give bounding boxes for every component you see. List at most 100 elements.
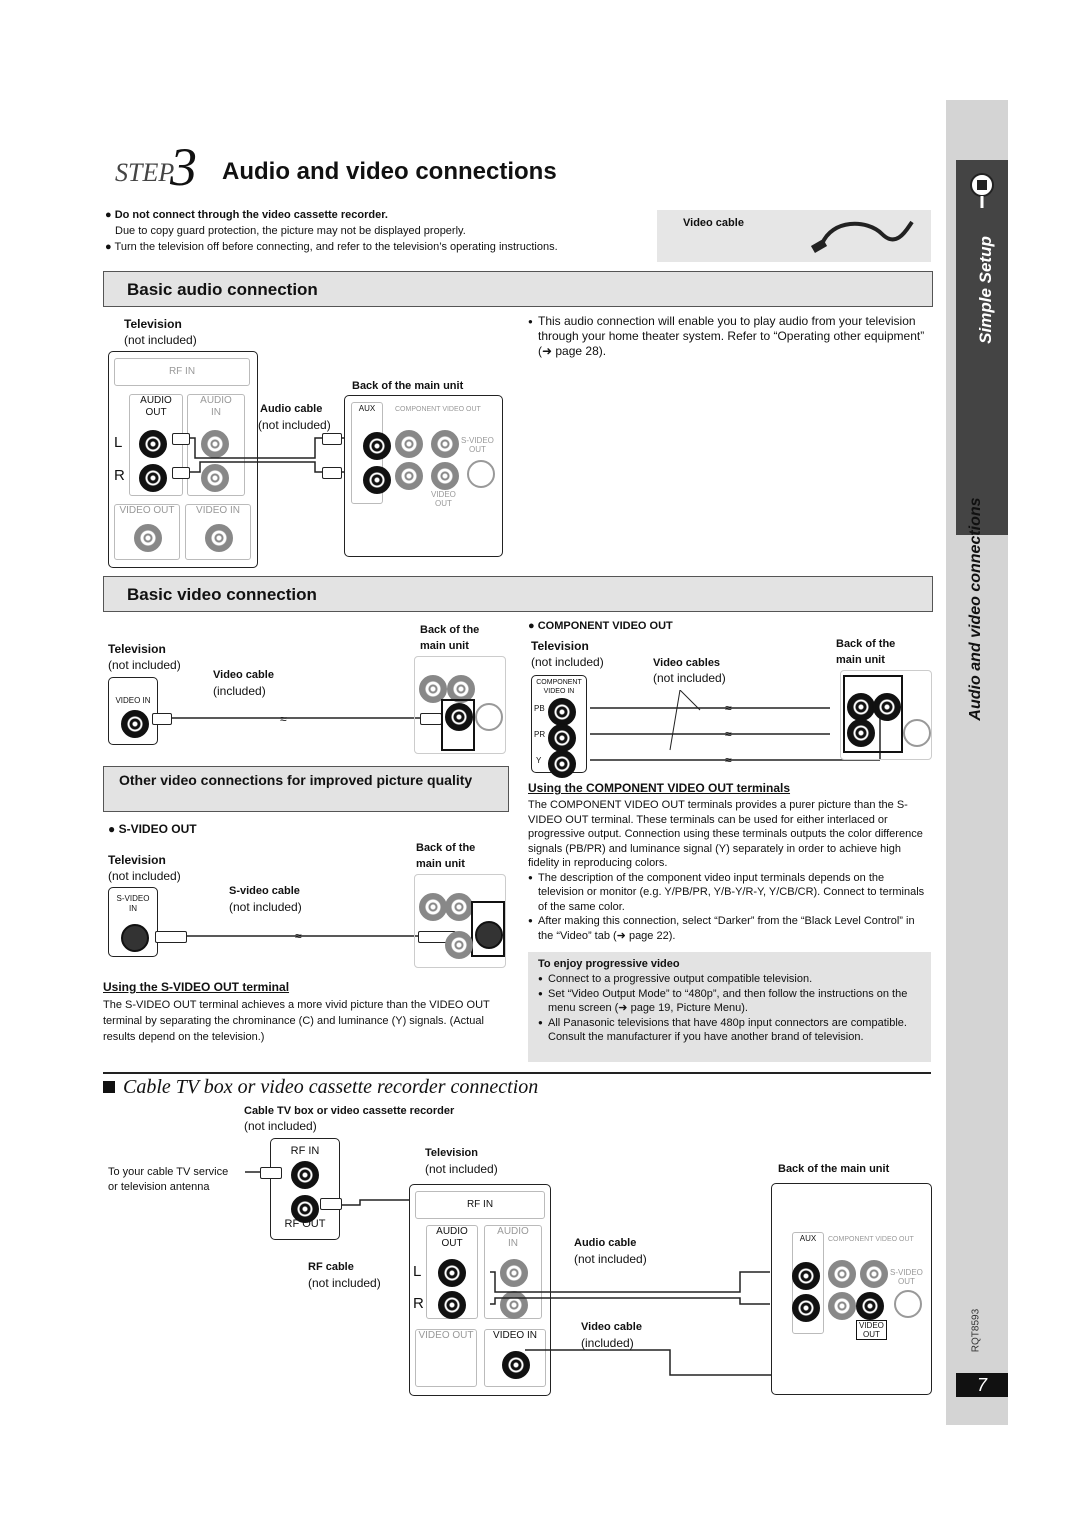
cable-left-label: L xyxy=(413,1263,422,1280)
video-cable-box: Video cable xyxy=(657,210,931,262)
intro-note: Due to copy guard protection, the pictur… xyxy=(115,225,466,237)
other-video-bar: Other video connections for improved pic… xyxy=(103,766,509,812)
video-unit-mini xyxy=(414,656,506,754)
cable-tv-rule xyxy=(103,1072,931,1074)
cable-unit-back: Back of the main unit xyxy=(778,1163,890,1175)
cable-audio-cable-label: Audio cable xyxy=(574,1237,637,1249)
comp-pb-jack xyxy=(548,698,576,726)
audio-in-l-jack xyxy=(201,430,229,458)
comp-unit-back: Back of the main unit xyxy=(836,638,896,666)
video-tv-note: (not included) xyxy=(108,658,181,672)
side-tab-dark xyxy=(956,160,1008,535)
svideo-plug-1 xyxy=(155,931,187,943)
rf-plug-2 xyxy=(320,1198,342,1210)
cable-audio-lines xyxy=(490,1271,790,1376)
comp-title: ● COMPONENT VIDEO OUT xyxy=(528,620,673,632)
cable-tv-label: Television xyxy=(425,1147,478,1159)
svideo-cable-note: (not included) xyxy=(229,900,302,914)
step-header: STEP 3 Audio and video connections xyxy=(110,137,630,200)
sv-mini-video-jack xyxy=(445,931,473,959)
audio-unit-panel: AUX COMPONENT VIDEO OUT S-VIDEO OUT VIDE… xyxy=(344,395,503,557)
audio-in-label: AUDIO IN xyxy=(187,394,245,496)
video-cable-label: Video cable xyxy=(683,217,744,229)
cable-audio-in-r xyxy=(500,1291,528,1319)
cable-audio-in-l xyxy=(500,1259,528,1287)
svideo-cable-line: ≈ xyxy=(160,929,440,943)
comp-pr-label: PR xyxy=(534,730,546,739)
svideo-title: ● S-VIDEO OUT xyxy=(108,822,197,836)
cable-audio-out-l xyxy=(438,1259,466,1287)
cable-tv-heading: Cable TV box or video cassette recorder … xyxy=(103,1076,538,1099)
mini-highlight xyxy=(441,699,475,751)
step-number: 3 xyxy=(170,137,197,197)
svg-text:≈: ≈ xyxy=(725,753,732,767)
right-label: R xyxy=(114,467,125,484)
svg-text:≈: ≈ xyxy=(725,727,732,741)
video-tv-jack xyxy=(121,710,149,738)
comp-unit-pr xyxy=(847,719,875,747)
page-title: Audio and video connections xyxy=(222,158,557,185)
audio-out-l-jack xyxy=(139,430,167,458)
rf-plug-1 xyxy=(260,1167,282,1179)
unit-y-jack xyxy=(431,430,459,458)
using-comp-heading: Using the COMPONENT VIDEO OUT terminals xyxy=(528,781,791,795)
other-video-heading: Other video connections for improved pic… xyxy=(119,772,473,788)
cable-video-in: VIDEO IN xyxy=(484,1329,546,1387)
video-label: VIDEO OUT xyxy=(431,490,456,508)
video-tv-label: Television xyxy=(108,642,166,656)
mini-jack-2 xyxy=(447,675,475,703)
unit-pb-jack xyxy=(395,430,423,458)
svideo-tv-label: Television xyxy=(108,853,166,867)
sv-mini-jack-2 xyxy=(445,893,473,921)
cable-unit-aux-r xyxy=(792,1294,820,1322)
cable-video-cable-label: Video cable xyxy=(581,1321,642,1333)
cable-unit-pr xyxy=(828,1292,856,1320)
unit-aux-r-jack xyxy=(363,466,391,494)
page-number: 7 xyxy=(956,1373,1008,1397)
comp-unit-panel xyxy=(840,670,932,760)
video-in-tv-label: VIDEO IN xyxy=(115,696,151,705)
cable-video-cable-note: (included) xyxy=(581,1336,634,1350)
mini-video-jack xyxy=(445,703,473,731)
box-rf-out-label: RF OUT xyxy=(284,1218,326,1230)
comp-bullet-2: After making this connection, select “Da… xyxy=(528,914,930,943)
plug-icon xyxy=(970,173,994,208)
intro-bullet-1: ● Do not connect through the video casse… xyxy=(105,209,388,221)
comp-y-jack xyxy=(548,750,576,778)
audio-out-r-jack xyxy=(139,464,167,492)
audio-cable-note: (not included) xyxy=(258,418,331,432)
cable-unit-video-label: VIDEO OUT xyxy=(856,1320,887,1340)
cable-tv-panel: RF IN AUDIO OUT AUDIO IN L R VIDEO OUT V… xyxy=(409,1184,551,1396)
svideo-cable-label: S-video cable xyxy=(229,885,300,897)
audio-tv-label: Television xyxy=(124,317,182,331)
svideo-tv-panel: S-VIDEO IN xyxy=(108,887,158,957)
svideo-text: The S-VIDEO OUT terminal achieves a more… xyxy=(103,999,490,1043)
unit-pr-jack xyxy=(395,462,423,490)
comp-unit-pb xyxy=(847,693,875,721)
cable-unit-video xyxy=(856,1292,884,1320)
video-plug-1 xyxy=(152,713,172,725)
svideo-in-label: S-VIDEO IN xyxy=(116,894,150,913)
comp-tv-panel: COMPONENT VIDEO IN PB PR Y xyxy=(531,675,587,778)
svg-text:≈: ≈ xyxy=(295,929,302,943)
audio-plug-1 xyxy=(172,433,190,445)
audio-plug-3 xyxy=(322,433,342,445)
video-out-jack xyxy=(134,524,162,552)
video-in-label: VIDEO IN xyxy=(185,504,251,560)
intro-bullet-2: ● Turn the television off before connect… xyxy=(105,241,558,253)
comp-cable-lines: ≈≈≈ xyxy=(590,690,881,767)
video-unit-back: Back of the main unit xyxy=(420,624,480,652)
sv-mini-jack-1 xyxy=(419,893,447,921)
cable-video-out: VIDEO OUT xyxy=(415,1329,477,1387)
cable-unit-aux: AUX xyxy=(792,1232,824,1334)
video-in-jack xyxy=(205,524,233,552)
comp-bullet-1: The description of the component video i… xyxy=(528,871,930,915)
audio-description: This audio connection will enable you to… xyxy=(528,314,930,359)
svideo-label: S-VIDEO OUT xyxy=(461,436,494,454)
cable-audio-cable-note: (not included) xyxy=(574,1252,647,1266)
cable-tv-note: (not included) xyxy=(425,1162,498,1176)
audio-cable-label: Audio cable xyxy=(260,403,323,415)
audio-plug-2 xyxy=(172,467,190,479)
left-label: L xyxy=(114,434,123,451)
svideo-unit-mini xyxy=(414,874,506,968)
